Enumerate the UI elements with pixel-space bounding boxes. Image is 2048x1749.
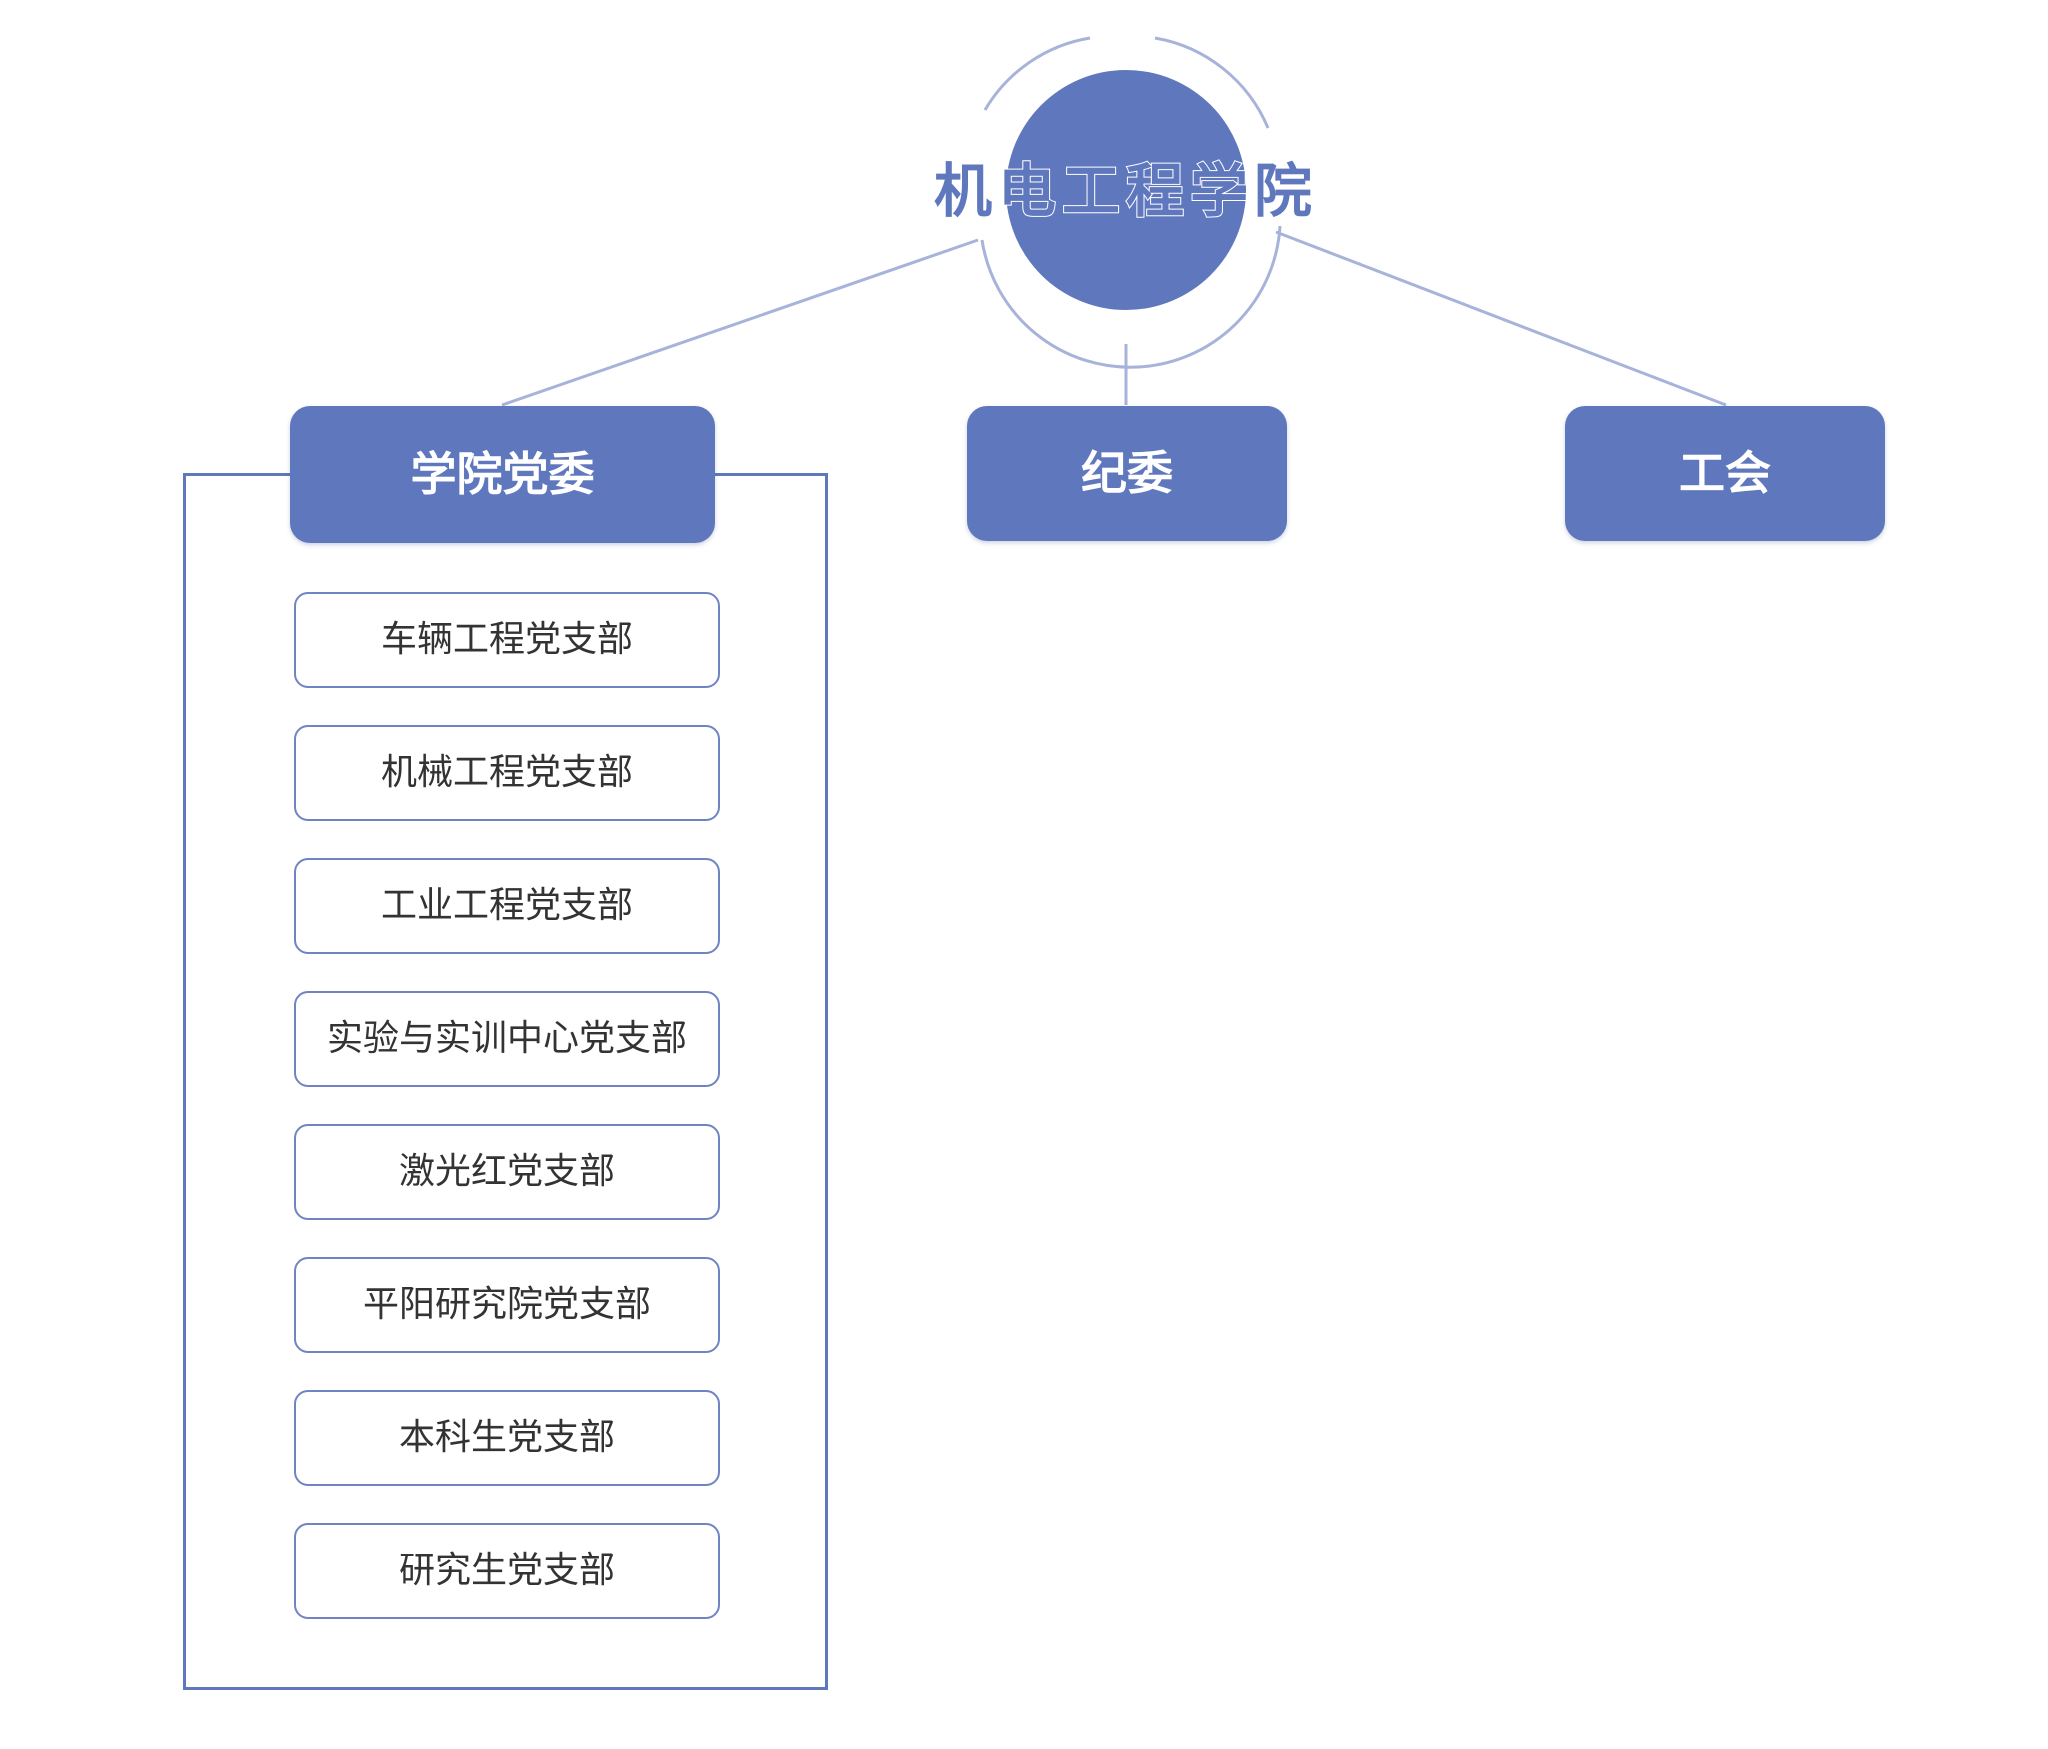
connector-party-committee xyxy=(501,238,979,407)
branch-industrial-engineering: 工业工程党支部 xyxy=(294,858,720,954)
department-party-committee: 学院党委 xyxy=(290,406,715,543)
branch-mechanical-engineering: 机械工程党支部 xyxy=(294,725,720,821)
branch-graduate: 研究生党支部 xyxy=(294,1523,720,1619)
department-labor-union: 工会 xyxy=(1565,406,1885,541)
branch-pingyang-institute: 平阳研究院党支部 xyxy=(294,1257,720,1353)
connector-labor-union xyxy=(1275,230,1727,407)
root-ring-arc-upper-left xyxy=(983,36,1091,111)
department-discipline-committee: 纪委 xyxy=(967,406,1287,541)
root-ring-arc-upper-right xyxy=(1154,36,1270,129)
root-node-title: 机电工程学院 xyxy=(933,156,1318,226)
branch-experiment-training-center: 实验与实训中心党支部 xyxy=(294,991,720,1087)
root-node-circle xyxy=(1006,70,1246,310)
branch-undergraduate: 本科生党支部 xyxy=(294,1390,720,1486)
branch-vehicle-engineering: 车辆工程党支部 xyxy=(294,592,720,688)
root-ring-arc-lower xyxy=(980,225,1282,369)
branch-laser-red: 激光红党支部 xyxy=(294,1124,720,1220)
